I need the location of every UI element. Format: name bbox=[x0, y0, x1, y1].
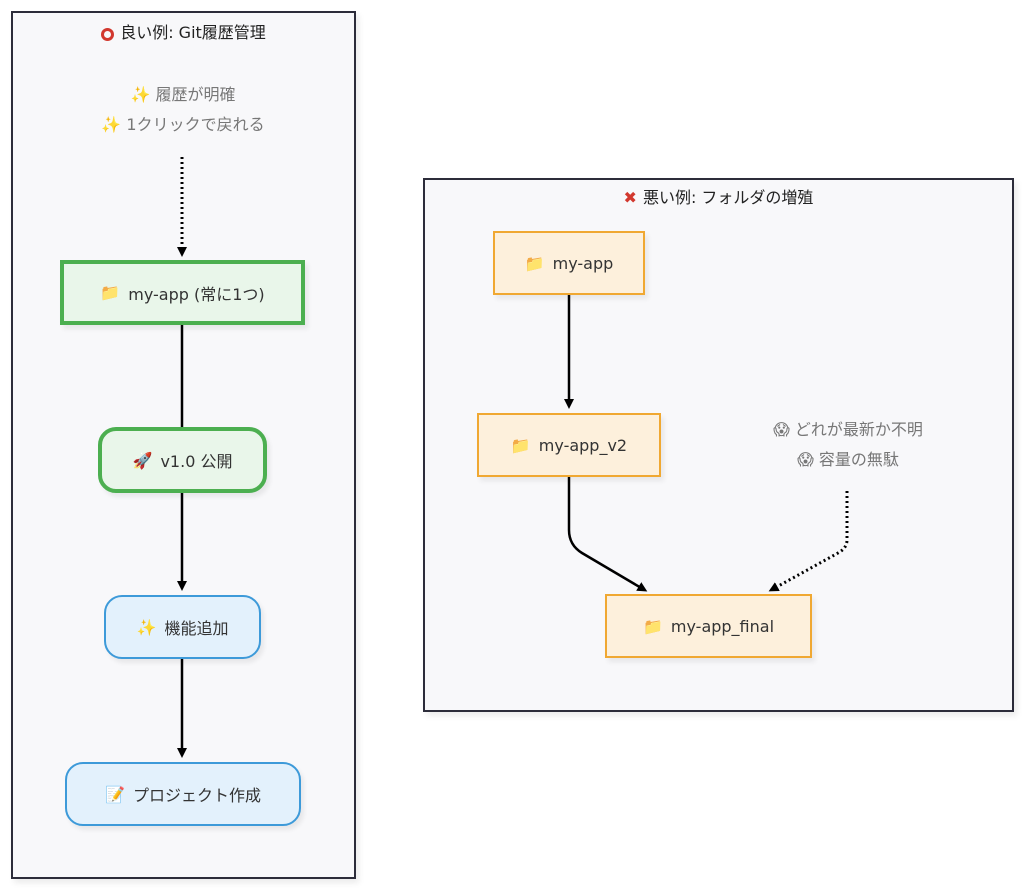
node-create-project[interactable]: 📝プロジェクト作成 bbox=[65, 762, 301, 826]
red-circle-icon bbox=[101, 28, 115, 41]
screaming-face-icon: 😱 bbox=[773, 420, 790, 439]
note-line: ✨ 履歴が明確 bbox=[130, 85, 236, 104]
folder-icon: 📁 bbox=[100, 283, 121, 302]
note-line: 😱 どれが最新か不明 bbox=[773, 420, 923, 439]
bad-panel-title: ✖悪い例: フォルダの増殖 bbox=[623, 188, 814, 207]
node-my-app-single[interactable]: 📁my-app (常に1つ) bbox=[60, 260, 305, 325]
memo-icon: 📝 bbox=[105, 784, 125, 804]
rocket-icon: 🚀 bbox=[132, 450, 153, 470]
note-line: ✨ 1クリックで戻れる bbox=[101, 115, 265, 134]
node-add-feature[interactable]: ✨機能追加 bbox=[104, 595, 261, 659]
folder-icon: 📁 bbox=[510, 435, 531, 455]
bad-panel-note: 😱 どれが最新か不明 😱 容量の無駄 bbox=[738, 415, 958, 475]
sparkles-icon: ✨ bbox=[130, 85, 151, 104]
cross-mark-icon: ✖ bbox=[623, 188, 637, 207]
node-my-app-v2[interactable]: 📁my-app_v2 bbox=[477, 413, 661, 477]
node-my-app[interactable]: 📁my-app bbox=[493, 231, 645, 295]
screaming-face-icon: 😱 bbox=[797, 450, 814, 469]
good-panel-title: 良い例: Git履歴管理 bbox=[13, 19, 354, 43]
good-panel-note: ✨ 履歴が明確 ✨ 1クリックで戻れる bbox=[71, 80, 295, 140]
sparkles-icon: ✨ bbox=[101, 115, 122, 134]
sparkles-icon: ✨ bbox=[136, 617, 157, 637]
edge-note-to-final bbox=[768, 491, 849, 592]
edge-v2-to-final bbox=[567, 477, 648, 592]
note-line: 😱 容量の無駄 bbox=[797, 450, 899, 469]
folder-icon: 📁 bbox=[524, 253, 545, 273]
node-v1-release[interactable]: 🚀v1.0 公開 bbox=[98, 427, 267, 493]
folder-icon: 📁 bbox=[642, 616, 663, 636]
node-my-app-final[interactable]: 📁my-app_final bbox=[605, 594, 812, 658]
